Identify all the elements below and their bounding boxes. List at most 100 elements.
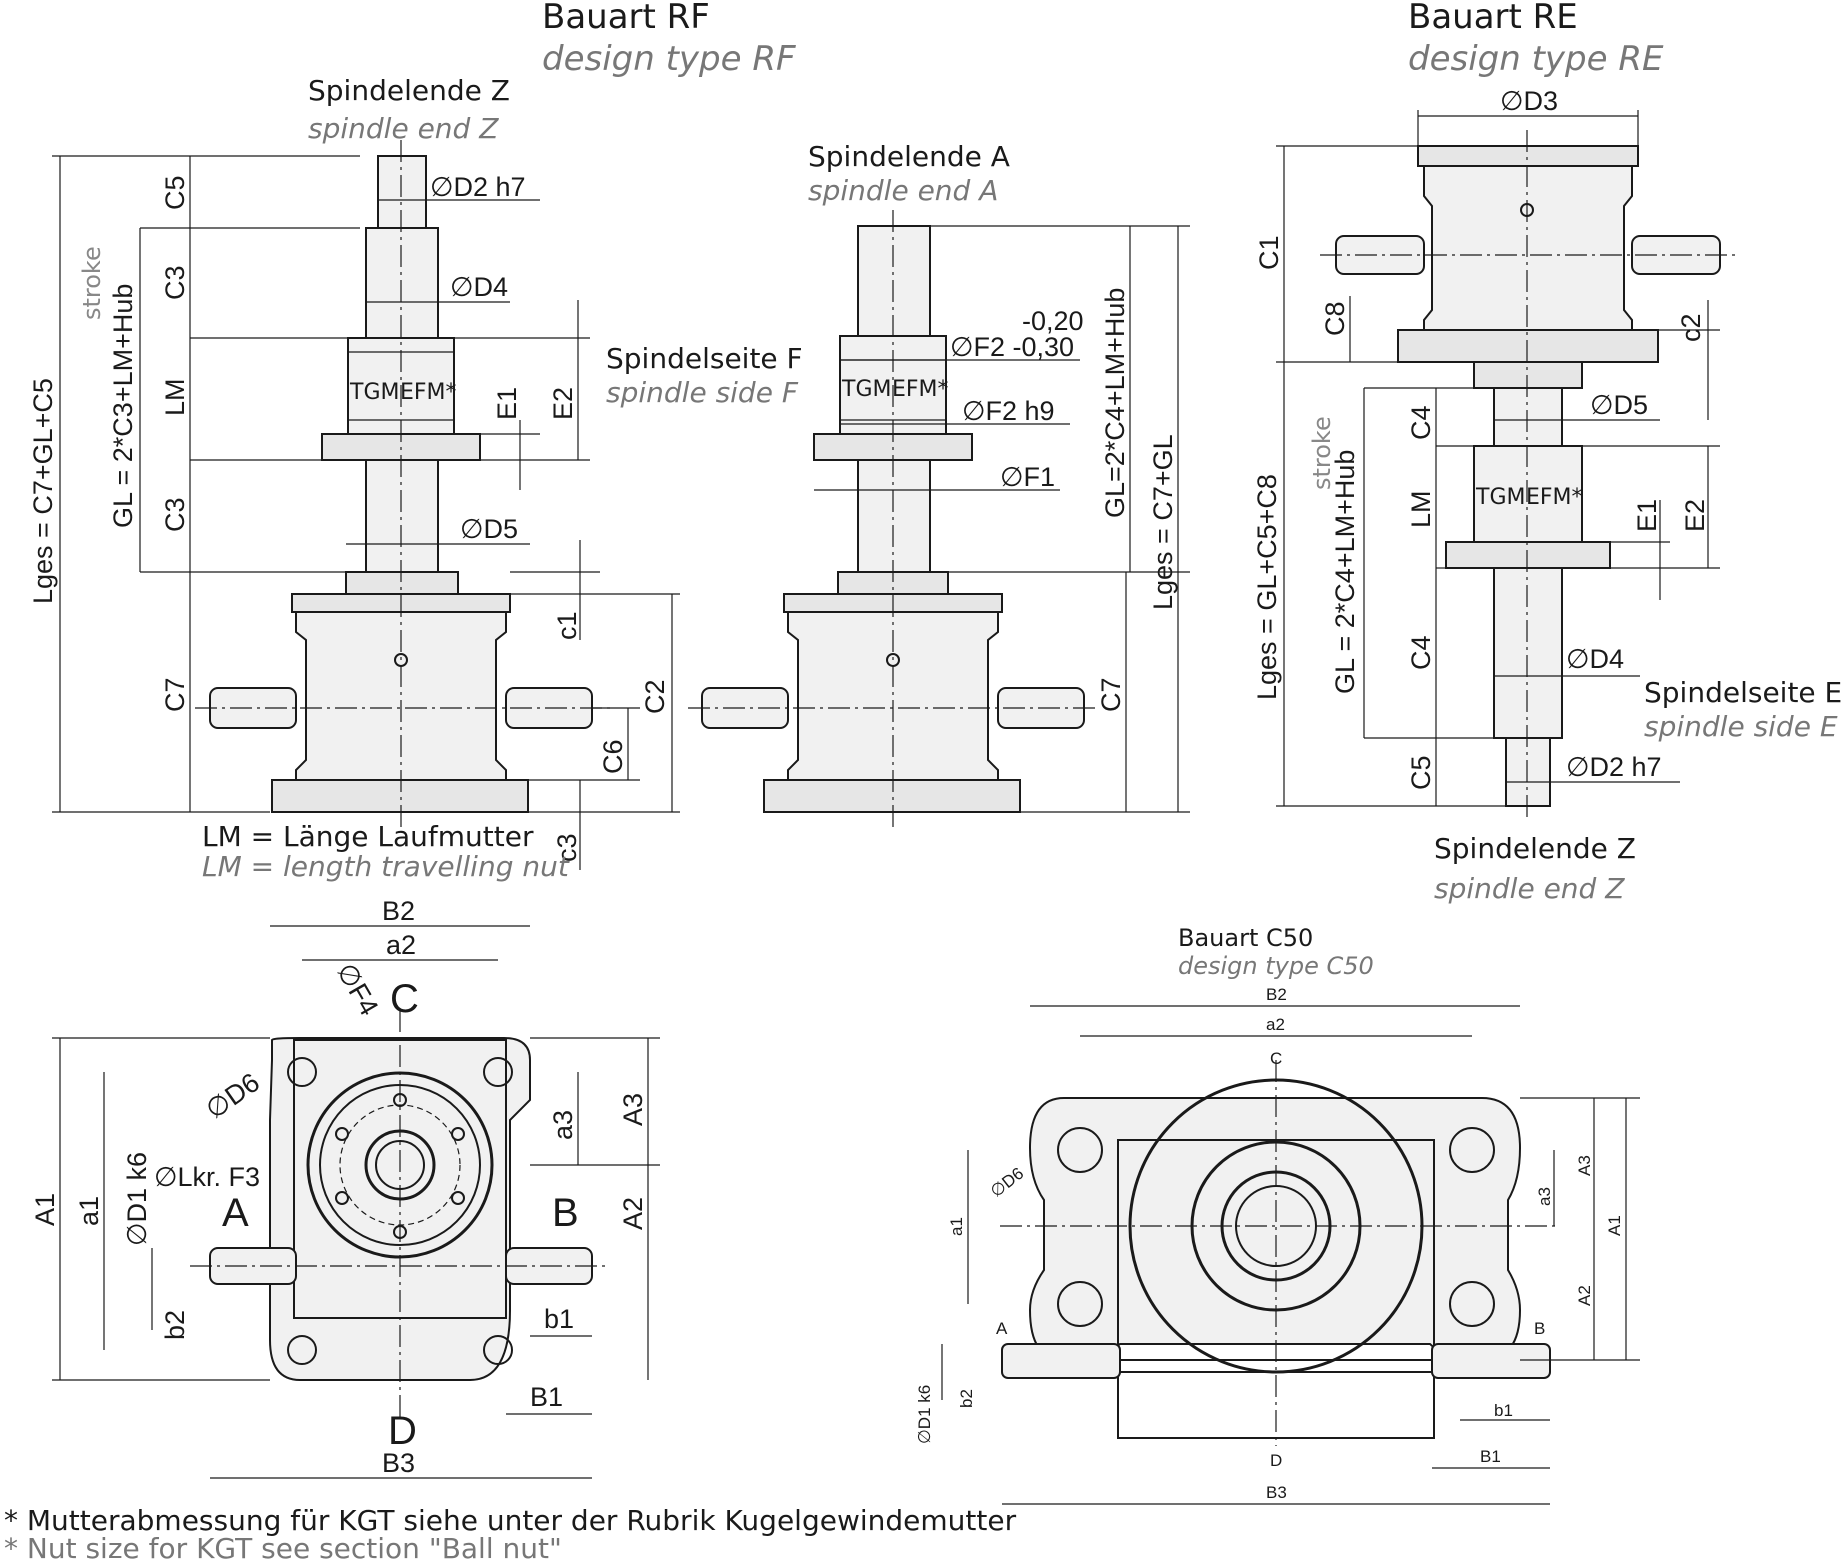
dim-top-a1s: a1: [74, 1196, 104, 1226]
label-lm-de: LM = Länge Laufmutter: [202, 820, 534, 853]
dim-a-tol: -0,20: [1022, 306, 1084, 336]
footnote-de: * Mutterabmessung für KGT siehe unter de…: [4, 1504, 1017, 1537]
dim-re-c4a: C4: [1406, 405, 1436, 440]
title-rf-de: Bauart RF: [542, 0, 710, 37]
dim-c50-d1k6: ∅D1 k6: [915, 1385, 934, 1444]
nut-re-tgm-label: TGM: [1475, 485, 1525, 510]
dim-rf-gl: GL = 2*C3+LM+Hub: [108, 284, 138, 528]
dim-c50-b1: B1: [1480, 1447, 1501, 1466]
dim-c50-b1s: b1: [1494, 1401, 1513, 1420]
dim-top-b1s: b1: [544, 1304, 574, 1334]
dim-top-a3s: a3: [548, 1110, 578, 1140]
dim-re-gl: GL = 2*C4+LM+Hub: [1330, 450, 1360, 694]
label-spindle-end-z-de: Spindelende Z: [308, 74, 510, 107]
dim-re-c8: C8: [1320, 301, 1350, 336]
dim-c50-b2s: b2: [957, 1389, 976, 1408]
title-rf-en: design type RF: [542, 39, 796, 79]
label-spindle-side-f-de: Spindelseite F: [606, 342, 803, 375]
dim-c50-a2: a2: [1266, 1015, 1285, 1034]
label-re-spindle-end-z-de: Spindelende Z: [1434, 832, 1636, 865]
dim-rf-c3b: C3: [160, 497, 190, 532]
label-spindle-side-e-de: Spindelseite E: [1644, 676, 1842, 709]
label-spindle-end-a-en: spindle end A: [808, 174, 998, 207]
dim-a-f2: ∅F2 -0,30: [950, 332, 1074, 362]
view-c50-a-label: A: [996, 1319, 1008, 1338]
title-re-en: design type RE: [1408, 39, 1664, 79]
dim-top-a1: A1: [30, 1193, 60, 1226]
dim-re-lges: Lges = GL+C5+C8: [1252, 474, 1282, 700]
view-c-label: C: [390, 977, 419, 1021]
view-a-label: A: [222, 1191, 249, 1235]
nut-re-efm-label: EFM*: [1526, 485, 1583, 510]
dim-rf-d5: ∅D5: [460, 514, 518, 544]
dim-c50-a2r: A2: [1575, 1285, 1594, 1306]
dim-a-f1: ∅F1: [1000, 462, 1055, 492]
dim-rf-c6: C6: [598, 739, 628, 774]
dim-top-a3: A3: [618, 1093, 648, 1126]
dim-re-e1: E1: [1632, 499, 1662, 532]
dim-top-d1k6: ∅D1 k6: [122, 1152, 152, 1246]
dim-a-lges: Lges = C7+GL: [1148, 434, 1178, 610]
dim-top-b2s: b2: [160, 1310, 190, 1340]
view-c50-d-label: D: [1270, 1451, 1282, 1470]
nut-efm-label: EFM*: [400, 380, 457, 405]
dim-rf-d4: ∅D4: [450, 272, 508, 302]
dim-c50-a1: A1: [1605, 1215, 1624, 1236]
dim-rf-e2: E2: [548, 387, 578, 420]
view-b-label: B: [552, 1191, 579, 1235]
dim-c50-a3: A3: [1575, 1155, 1594, 1176]
label-re-spindle-end-z-en: spindle end Z: [1434, 872, 1625, 905]
dim-rf-lm: LM: [160, 378, 190, 416]
dim-top-b2: B2: [382, 896, 415, 926]
view-top: B2 a2 ∅F4 C ∅D6 ∅Lkr. F3 ∅D1 k6 A B A1 a…: [30, 896, 660, 1479]
nut-tgm-label: TGM: [349, 380, 399, 405]
label-spindle-end-z-en: spindle end Z: [308, 112, 499, 145]
view-d-label: D: [388, 1409, 417, 1453]
footnote-en: * Nut size for KGT see section "Ball nut…: [4, 1532, 562, 1559]
dim-rf-e1: E1: [492, 387, 522, 420]
title-re-de: Bauart RE: [1408, 0, 1578, 37]
dim-c50-b2: B2: [1266, 985, 1287, 1004]
view-c50-c-label: C: [1270, 1049, 1282, 1068]
dim-a-c7: C7: [1096, 677, 1126, 712]
dim-c50-b3: B3: [1266, 1483, 1287, 1502]
view-rf-spindle-a: Spindelende A spindle end A Spindelseite…: [606, 140, 1190, 830]
dim-re-d2h7: ∅D2 h7: [1566, 752, 1662, 782]
dim-top-b3: B3: [382, 1448, 415, 1478]
dim-a-f2h9: ∅F2 h9: [962, 396, 1055, 426]
dim-top-a2r: A2: [618, 1197, 648, 1230]
dim-re-c4b: C4: [1406, 635, 1436, 670]
dim-c50-a3s: a3: [1535, 1187, 1554, 1206]
dim-re-e2: E2: [1680, 499, 1710, 532]
dim-rf-c5: C5: [160, 175, 190, 210]
dim-rf-lges: Lges = C7+GL+C5: [28, 378, 58, 604]
dim-re-lm: LM: [1406, 490, 1436, 528]
label-spindle-end-a-de: Spindelende A: [808, 140, 1010, 173]
dim-rf-c7: C7: [160, 677, 190, 712]
title-c50-de: Bauart C50: [1178, 924, 1313, 952]
dim-re-c2: c2: [1676, 313, 1706, 342]
label-spindle-side-e-en: spindle side E: [1644, 710, 1838, 743]
dim-re-d4: ∅D4: [1566, 644, 1624, 674]
dim-top-f4: ∅F4: [331, 958, 384, 1021]
label-lm-en: LM = length travelling nut: [202, 850, 570, 883]
nut-a-efm-label: EFM*: [892, 377, 949, 402]
dim-re-stroke: stroke: [1308, 416, 1336, 490]
dim-rf-stroke: stroke: [78, 246, 106, 320]
dim-rf-c3s: c3: [552, 833, 582, 862]
dim-rf-c2: C2: [640, 679, 670, 714]
dim-re-c5: C5: [1406, 755, 1436, 790]
dim-re-d3: ∅D3: [1500, 86, 1558, 116]
dim-re-c1: C1: [1254, 235, 1284, 270]
view-rf-spindle-z: Spindelende Z spindle end Z TGM EFM* Lge…: [28, 74, 680, 883]
dim-top-lkr: ∅Lkr. F3: [154, 1162, 260, 1192]
view-re: TGM EFM* ∅D3 C1 C8 c2 Lges = GL+C5+C8 GL…: [1252, 86, 1842, 905]
dim-top-b1: B1: [530, 1382, 563, 1412]
dim-c50-a1s: a1: [947, 1217, 966, 1236]
title-c50-en: design type C50: [1178, 952, 1374, 980]
dim-re-d5: ∅D5: [1590, 390, 1648, 420]
dim-rf-c1: c1: [552, 611, 582, 640]
dim-rf-c3a: C3: [160, 265, 190, 300]
view-c50: Bauart C50 design type C50 B2 a2 C ∅D6 a…: [915, 924, 1640, 1505]
